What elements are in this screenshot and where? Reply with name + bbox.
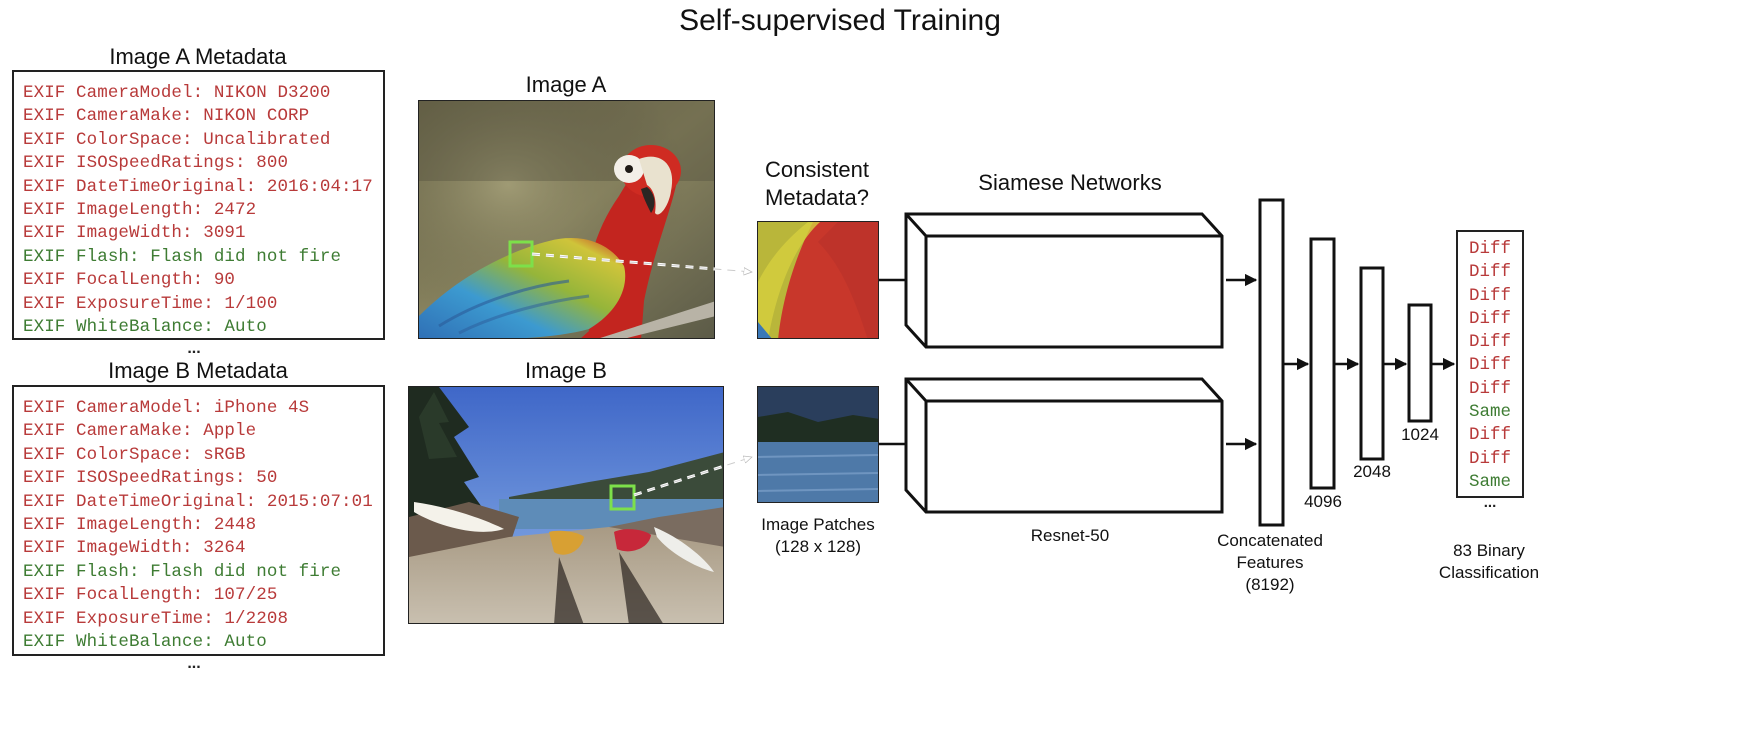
metadata-line: EXIF ImageWidth: 3091 [23,223,246,244]
image-a-metadata-ellipsis: ... [187,340,201,358]
image-b-metadata-box: EXIF CameraModel: iPhone 4S EXIF CameraMa… [12,385,385,672]
image-b-photo [408,386,724,624]
metadata-line: EXIF CameraMake: NIKON CORP [23,106,310,127]
classification-item: Diff [1468,239,1511,259]
image-patches-label: Image Patches (128 x 128) [742,514,894,558]
image-a-metadata-title: Image A Metadata [109,44,287,69]
consistent-metadata-label: Consistent Metadata? [742,156,892,212]
classification-item: Diff [1468,425,1511,446]
layer-2048-label: 2048 [1353,462,1391,481]
diagram-title: Self-supervised Training [679,4,1001,37]
classification-item: Diff [1468,448,1511,469]
image-b-title: Image B [525,358,607,383]
image-b-metadata-title: Image B Metadata [108,358,288,383]
classification-item: Diff [1468,378,1511,399]
metadata-line: EXIF WhiteBalance: Auto [23,317,267,338]
siamese-networks-title: Siamese Networks [978,170,1162,195]
siamese-network-a [904,212,1224,349]
metadata-line: EXIF Flash: Flash did not fire [23,561,342,582]
siamese-network-b [904,377,1224,514]
concatenated-features-label: Concatenated Features (8192) [1200,530,1340,596]
image-patches-line1: Image Patches [761,515,875,534]
classification-item: Diff [1468,355,1511,376]
patch-a-image [758,222,878,338]
metadata-line: EXIF ColorSpace: Uncalibrated [23,129,331,150]
image-a-photo [418,100,715,339]
metadata-line: EXIF ImageWidth: 3264 [23,538,246,559]
binary-classification-line1: 83 Binary [1453,541,1525,560]
layer-4096-label: 4096 [1304,492,1342,511]
image-a-title: Image A [525,72,607,97]
parrot-image [419,101,714,338]
concat-line2: Features [1236,553,1304,572]
classification-item: Same [1468,402,1511,423]
metadata-line: EXIF CameraMake: Apple [23,421,257,442]
binary-classification-label: 83 Binary Classification [1420,540,1558,584]
image-b-metadata-lines: EXIF CameraModel: iPhone 4S EXIF CameraMa… [23,397,383,654]
metadata-line: EXIF ImageLength: 2448 [23,515,257,536]
image-patches-line2: (128 x 128) [775,537,861,556]
image-a-patch [757,221,879,339]
resnet-label: Resnet-50 [1030,526,1110,545]
concat-line1: Concatenated [1217,531,1323,550]
consistent-metadata-line2: Metadata? [765,185,869,210]
metadata-line: EXIF FocalLength: 107/25 [23,585,278,606]
binary-classification-line2: Classification [1438,563,1540,582]
layer-1024-bar [1407,303,1433,423]
image-b-patch [757,386,879,503]
metadata-line: EXIF FocalLength: 90 [23,270,236,291]
connector-a-arrow [531,253,752,272]
layer-4096-bar [1309,237,1336,490]
metadata-line: EXIF CameraModel: iPhone 4S [23,398,310,418]
classification-item: Diff [1468,308,1511,329]
patch-selection-b [609,484,636,511]
image-b-metadata-ellipsis: ... [187,655,201,673]
metadata-line: EXIF WhiteBalance: Auto [23,632,267,653]
classification-item: Same [1468,471,1511,492]
consistent-metadata-line1: Consistent [765,157,869,182]
metadata-line: EXIF ColorSpace: sRGB [23,444,246,465]
connector-b-arrow [633,457,752,496]
classification-item: Diff [1468,262,1511,283]
metadata-line: EXIF ImageLength: 2472 [23,200,257,221]
metadata-line: EXIF ISOSpeedRatings: 50 [23,468,278,489]
metadata-line: EXIF Flash: Flash did not fire [23,246,342,267]
metadata-line: EXIF DateTimeOriginal: 2015:07:01 [23,491,373,512]
concat-line3: (8192) [1245,575,1295,594]
layer-2048-bar [1359,266,1385,461]
patch-b-image [758,387,878,502]
layer-1024-label: 1024 [1401,425,1439,444]
metadata-line: EXIF DateTimeOriginal: 2016:04:17 [23,176,373,197]
classification-item: Diff [1468,285,1511,306]
classification-item: Diff [1468,332,1511,353]
metadata-line: EXIF ExposureTime: 1/2208 [23,608,289,629]
kayak-beach-image [409,387,723,623]
concatenated-features-bar [1258,198,1285,527]
metadata-line: EXIF ExposureTime: 1/100 [23,293,278,314]
classification-ellipsis: ... [1483,494,1497,512]
metadata-line: EXIF ISOSpeedRatings: 800 [23,153,289,174]
metadata-line: EXIF CameraModel: NIKON D3200 [23,83,331,103]
